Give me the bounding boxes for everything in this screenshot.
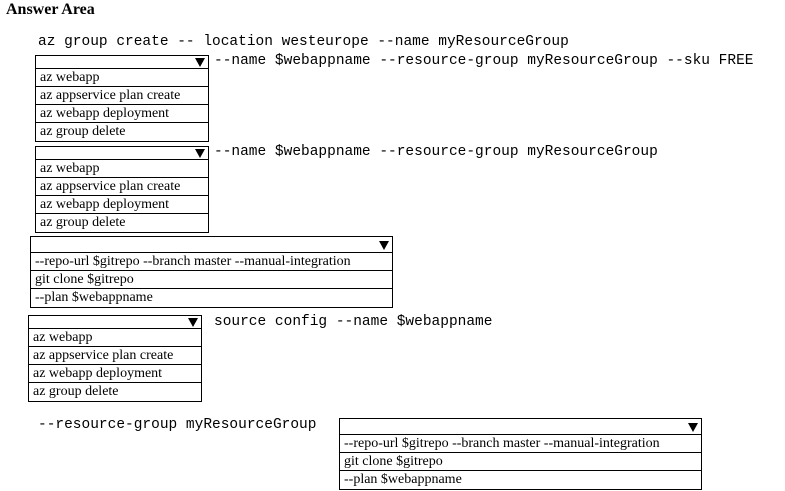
chevron-down-icon[interactable] xyxy=(688,423,698,432)
dropdown-2-option[interactable]: az webapp deployment xyxy=(36,196,208,214)
command-line-5: --resource-group myResourceGroup xyxy=(38,417,317,433)
dropdown-2-option[interactable]: az appservice plan create xyxy=(36,178,208,196)
dropdown-1[interactable]: az webapp az appservice plan create az w… xyxy=(35,55,209,142)
command-line-2: --name $webappname --resource-group myRe… xyxy=(214,53,754,69)
dropdown-5-option[interactable]: --repo-url $gitrepo --branch master --ma… xyxy=(340,435,701,453)
dropdown-4-option[interactable]: az webapp xyxy=(29,329,201,347)
dropdown-2-header[interactable] xyxy=(36,147,208,160)
dropdown-5-option[interactable]: git clone $gitrepo xyxy=(340,453,701,471)
dropdown-5-option[interactable]: --plan $webappname xyxy=(344,472,462,487)
dropdown-1-option[interactable]: az appservice plan create xyxy=(36,87,208,105)
dropdown-1-option[interactable]: az group delete xyxy=(40,124,126,139)
chevron-down-icon[interactable] xyxy=(379,241,389,250)
dropdown-1-header[interactable] xyxy=(36,56,208,69)
dropdown-3-option[interactable]: --plan $webappname xyxy=(35,290,153,305)
dropdown-4-header[interactable] xyxy=(29,316,201,329)
dropdown-4-option[interactable]: az appservice plan create xyxy=(29,347,201,365)
dropdown-4-option[interactable]: az group delete xyxy=(33,384,119,399)
dropdown-1-option[interactable]: az webapp deployment xyxy=(36,105,208,123)
dropdown-4[interactable]: az webapp az appservice plan create az w… xyxy=(28,315,202,402)
command-line-1: az group create -- location westeurope -… xyxy=(38,34,569,50)
dropdown-3-option[interactable]: git clone $gitrepo xyxy=(31,271,392,289)
chevron-down-icon[interactable] xyxy=(188,318,198,327)
command-line-4: source config --name $webappname xyxy=(214,314,493,330)
dropdown-3[interactable]: --repo-url $gitrepo --branch master --ma… xyxy=(30,236,393,308)
dropdown-5[interactable]: --repo-url $gitrepo --branch master --ma… xyxy=(339,418,702,490)
chevron-down-icon[interactable] xyxy=(195,149,205,158)
dropdown-1-option[interactable]: az webapp xyxy=(36,69,208,87)
dropdown-3-header[interactable] xyxy=(31,237,392,253)
dropdown-5-header[interactable] xyxy=(340,419,701,435)
dropdown-2[interactable]: az webapp az appservice plan create az w… xyxy=(35,146,209,233)
answer-area-title: Answer Area xyxy=(6,1,95,18)
command-line-3: --name $webappname --resource-group myRe… xyxy=(214,144,658,160)
dropdown-3-option[interactable]: --repo-url $gitrepo --branch master --ma… xyxy=(31,253,392,271)
chevron-down-icon[interactable] xyxy=(195,58,205,67)
dropdown-2-option[interactable]: az webapp xyxy=(36,160,208,178)
dropdown-4-option[interactable]: az webapp deployment xyxy=(29,365,201,383)
dropdown-2-option[interactable]: az group delete xyxy=(40,215,126,230)
